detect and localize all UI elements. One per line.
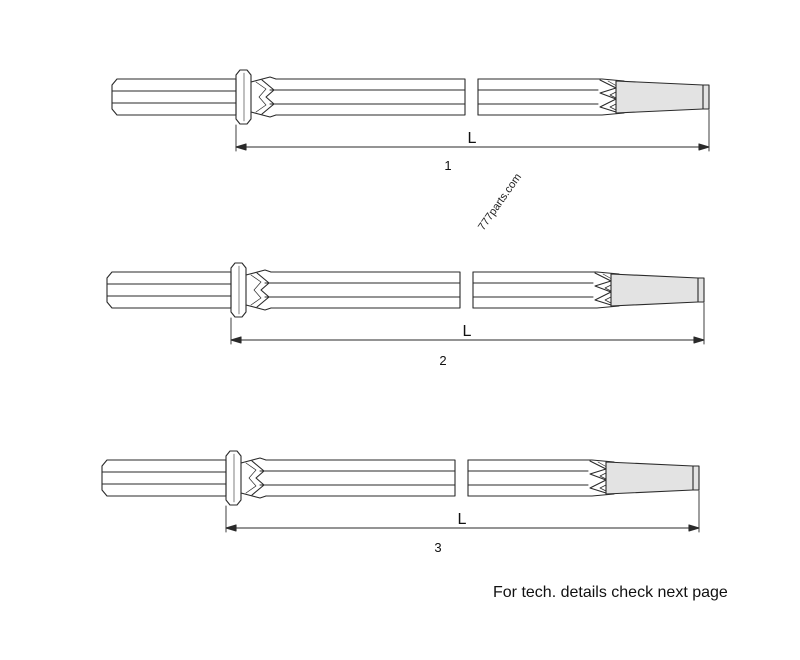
dimension-arrow [235,143,247,151]
shank [106,271,232,309]
neck [245,269,272,276]
neck-transition [251,460,265,496]
body-segment [467,459,615,463]
figure-number: 3 [434,540,441,555]
chisel-figure-3: L3 [101,450,700,555]
dimension-arrow [688,524,700,532]
body-segment [472,271,620,275]
chisel-tip [605,461,700,495]
dimension-label: L [463,323,472,340]
body-segment [265,459,456,497]
neck-transition [255,81,267,113]
body-segment [477,78,625,82]
chisel-tip [610,273,705,307]
neck-transition [256,272,270,308]
dimension-arrow [693,336,705,344]
body-segment [275,78,466,116]
neck-transition [245,462,257,494]
chisel-figure-1: L1 [111,69,710,173]
neck-transition [250,274,262,306]
taper-transition [594,272,612,306]
neck [245,304,272,311]
collar [225,450,242,506]
dimension-label: L [458,511,467,528]
body-segment [467,493,615,497]
neck-transition [261,79,275,115]
dimension-arrow [230,336,242,344]
taper-transition [599,79,617,113]
neck [240,492,267,499]
figure-number: 1 [444,158,451,173]
tech-details-note: For tech. details check next page [493,584,728,601]
neck [250,111,277,118]
dimension-arrow [225,524,237,532]
body-segment [270,271,461,309]
shank [101,459,227,497]
figure-number: 2 [439,353,446,368]
neck [240,457,267,464]
taper-transition [589,460,607,494]
body-segment [472,305,620,309]
dimension-arrow [698,143,710,151]
dimension-label: L [468,130,477,147]
collar [230,262,247,318]
shank [111,78,237,116]
chisel-figure-2: L2 [106,262,705,368]
collar [235,69,252,125]
body-segment [477,112,625,116]
chisel-tip [615,80,710,114]
neck [250,76,277,83]
